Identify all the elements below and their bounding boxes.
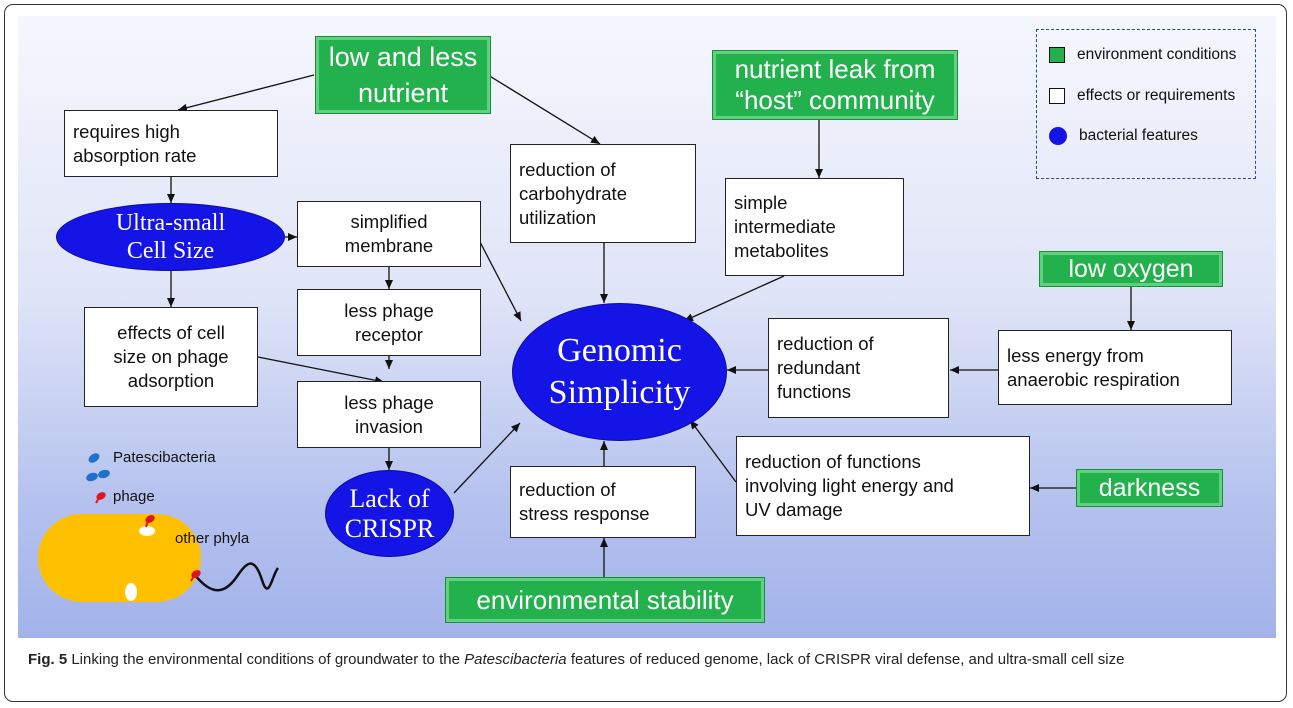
box-intermediate-metabolites: simple intermediate metabolites <box>725 178 904 276</box>
phage-icon <box>190 570 201 582</box>
legend-swatch-green <box>1049 47 1065 63</box>
patescibacteria-cell-icon <box>98 469 110 479</box>
legend-label: bacterial features <box>1079 127 1198 144</box>
feature-genomic-simplicity: Genomic Simplicity <box>512 303 727 441</box>
legend-swatch-white <box>1049 88 1065 104</box>
figure-caption: Fig. 5 Linking the environmental conditi… <box>28 648 1268 672</box>
phage-icon <box>145 515 155 528</box>
box-phage-adsorption: effects of cell size on phage adsorption <box>84 307 258 407</box>
box-simplified-membrane: simplified membrane <box>297 201 481 267</box>
other-phyla-cell <box>38 514 201 602</box>
caption-text-before: Linking the environmental conditions of … <box>67 651 465 668</box>
legend-swatch-blue <box>1049 127 1067 145</box>
env-nutrient-leak: nutrient leak from “host” community <box>713 51 957 119</box>
box-carbohydrate-utilization: reduction of carbohydrate utilization <box>510 144 696 243</box>
box-light-energy: reduction of functions involving light e… <box>736 436 1030 536</box>
box-redundant-functions: reduction of redundant functions <box>768 318 949 418</box>
legend-item-features: bacterial features <box>1049 127 1198 145</box>
patescibacteria-cell-icon <box>88 453 100 463</box>
arrow-nutrient-carbohydrate <box>487 74 601 145</box>
flagellum-icon <box>194 562 280 592</box>
caption-italic-term: Patescibacteria <box>464 651 567 668</box>
box-phage-invasion: less phage invasion <box>297 381 481 448</box>
legend-label: effects or requirements <box>1077 87 1236 104</box>
box-less-energy: less energy from anaerobic respiration <box>998 330 1232 405</box>
arrow-crispr-genomic <box>453 422 521 494</box>
phage-label: phage <box>113 488 155 505</box>
env-low-nutrient: low and less nutrient <box>316 37 490 113</box>
env-darkness: darkness <box>1077 470 1222 506</box>
other-phyla-label: other phyla <box>175 530 250 547</box>
feature-cell-size: Ultra-small Cell Size <box>56 203 285 271</box>
box-high-absorption: requires high absorption rate <box>64 110 278 177</box>
env-environmental-stability: environmental stability <box>446 578 764 622</box>
feature-lack-crispr: Lack of CRISPR <box>325 470 454 557</box>
legend-label: environment conditions <box>1077 46 1237 63</box>
arrow-membrane-genomic <box>478 239 522 322</box>
box-stress-response: reduction of stress response <box>510 466 696 538</box>
receptor-icon <box>139 526 155 536</box>
patescibacteria-cell-icon <box>86 472 98 482</box>
arrow-intermediate-genomic <box>683 275 785 322</box>
patescibacteria-label: Patescibacteria <box>113 449 216 466</box>
arrow-nutrient-absorption <box>177 74 315 112</box>
legend-item-environment: environment conditions <box>1049 46 1236 64</box>
arrow-light-genomic <box>689 419 737 483</box>
phage-icon <box>95 492 106 504</box>
receptor-icon <box>125 583 137 601</box>
figure-frame <box>4 4 1287 702</box>
box-phage-receptor: less phage receptor <box>297 289 481 356</box>
legend: environment conditions effects or requir… <box>1036 29 1256 179</box>
arrow-adsorption-invasion <box>257 356 385 385</box>
caption-figure-number: Fig. 5 <box>28 651 68 668</box>
legend-item-effects: effects or requirements <box>1049 87 1235 105</box>
env-low-oxygen: low oxygen <box>1040 252 1222 286</box>
caption-text-after: features of reduced genome, lack of CRIS… <box>566 651 1125 668</box>
